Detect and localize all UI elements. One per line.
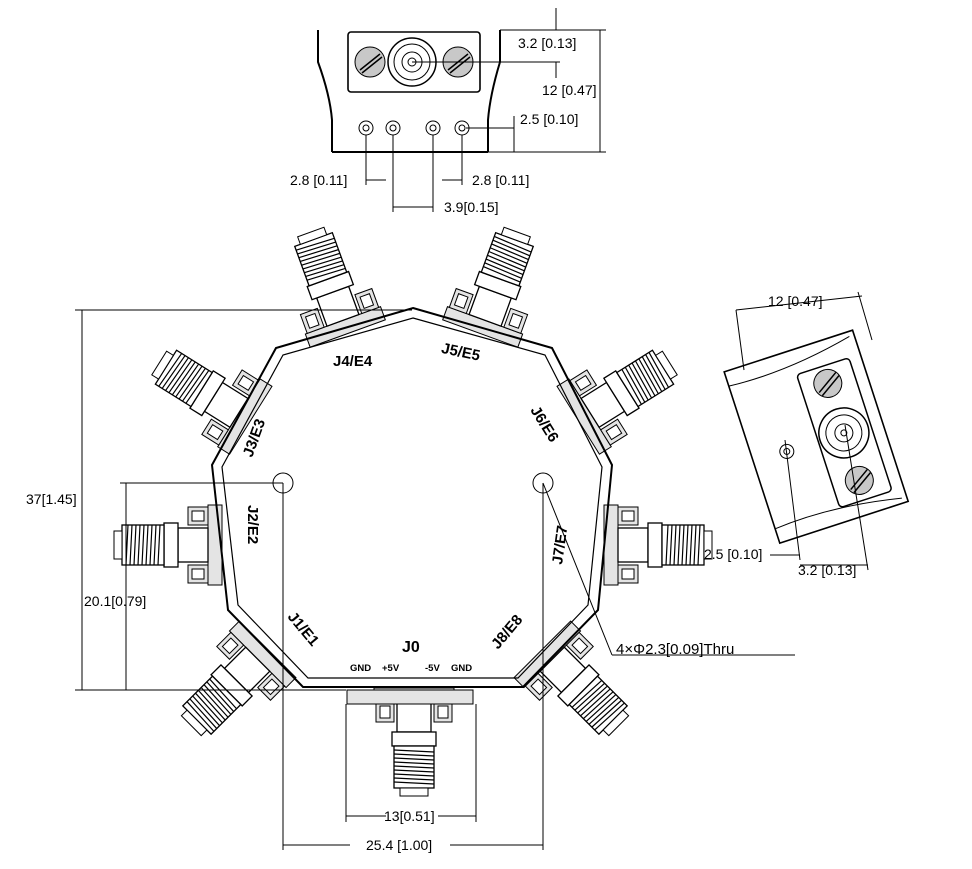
top-view: 3.2 [0.13] 12 [0.47] 2.5 [0.10] 2.8 [0.1… [290,8,606,215]
pin-gnd-right: GND [451,663,472,674]
port-label-j4: J4/E4 [333,353,373,370]
pin-plus5v: +5V [382,663,400,674]
dim-2-5-side: 2.5 [0.10] [704,546,762,562]
sma-connectors [113,217,713,797]
dim-37: 37[1.45] [26,491,77,507]
port-label-j1: J1/E1 [284,609,322,650]
dim-3-2-top: 3.2 [0.13] [518,35,576,51]
port-label-j8: J8/E8 [488,612,526,653]
dim-2-8-left: 2.8 [0.11] [290,172,347,188]
dim-12-side: 12 [0.47] [768,293,823,309]
pin-minus5v: -5V [425,663,440,674]
port-label-j5: J5/E5 [440,340,482,365]
port-label-j7: J7/E7 [549,524,571,565]
dim-20-1: 20.1[0.79] [84,593,146,609]
main-view: J4/E4 J5/E5 J3/E3 J6/E6 J2/E2 J7/E7 J1/E… [26,217,795,853]
pin-gnd-left: GND [350,663,371,674]
port-label-j2: J2/E2 [244,505,261,544]
dim-25-4: 25.4 [1.00] [366,837,432,853]
hole-callout: 4×Φ2.3[0.09]Thru [616,641,734,658]
side-view: 12 [0.47] 2.5 [0.10] 3.2 [0.13] [704,291,910,578]
port-label-j6: J6/E6 [527,403,562,445]
dim-2-5-top: 2.5 [0.10] [520,111,578,127]
dim-12-top: 12 [0.47] [542,82,597,98]
dim-2-8-right: 2.8 [0.11] [472,172,529,188]
port-label-j0: J0 [402,639,420,656]
dim-3-9: 3.9[0.15] [444,199,499,215]
dim-13: 13[0.51] [384,808,435,824]
dim-3-2-side: 3.2 [0.13] [798,562,856,578]
